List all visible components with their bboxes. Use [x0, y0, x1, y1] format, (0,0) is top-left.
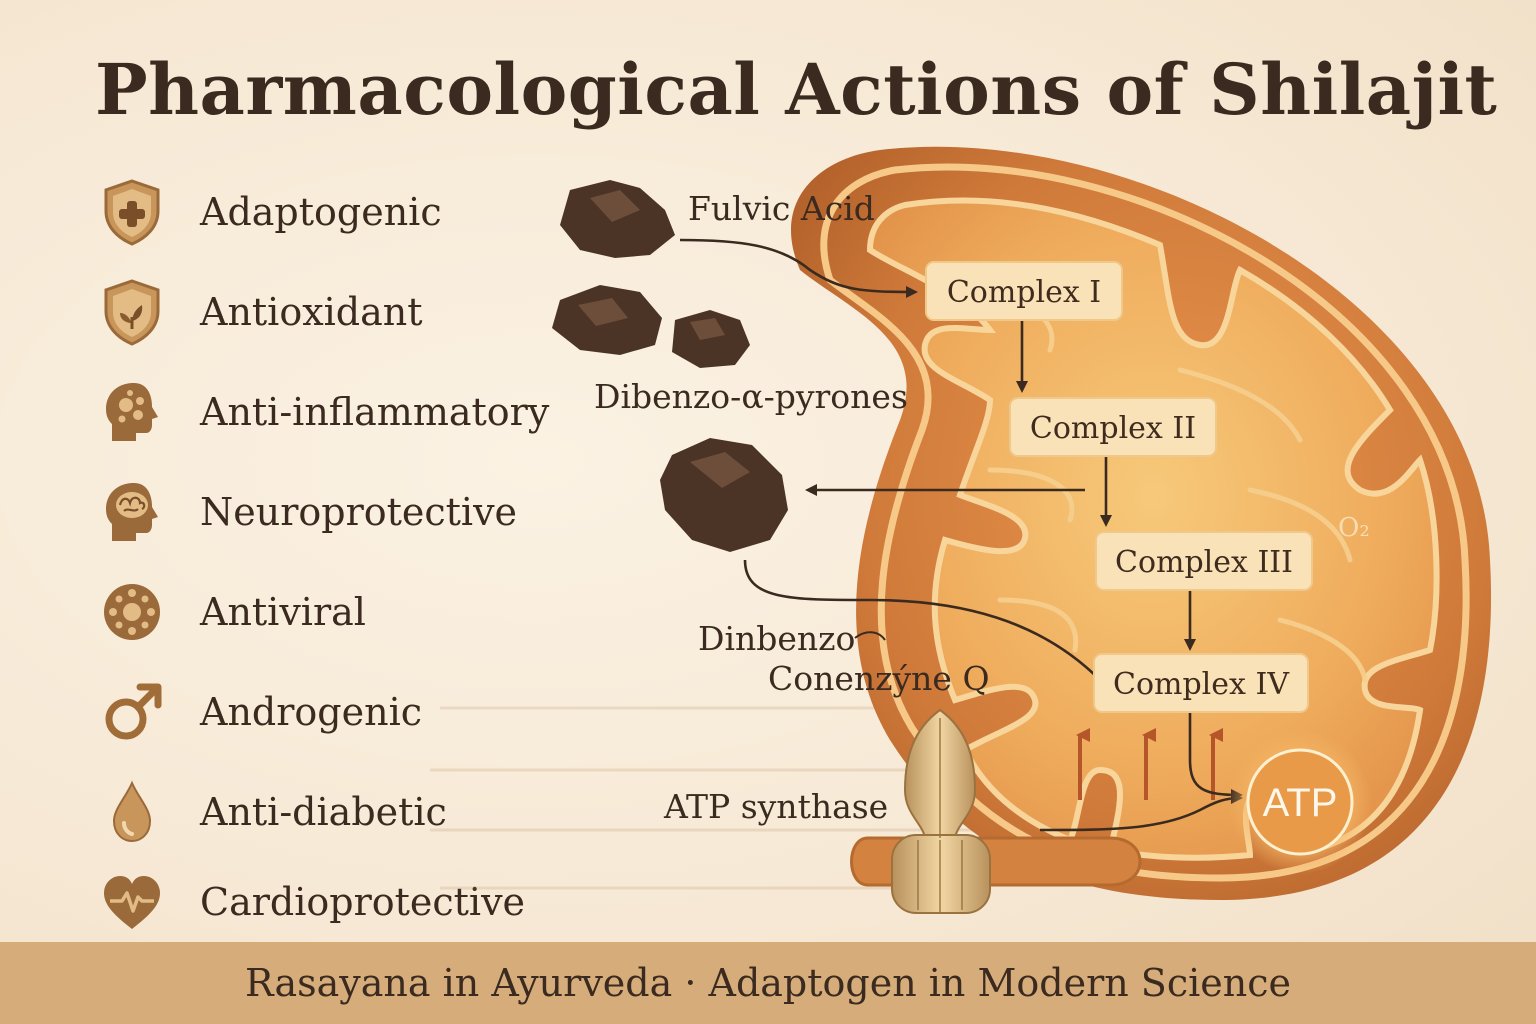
complex-i-box: Complex I — [925, 261, 1123, 321]
action-label: Antiviral — [200, 590, 366, 634]
action-label: Cardioprotective — [200, 880, 526, 924]
atp-synthase — [891, 708, 991, 914]
complex-iv-box: Complex IV — [1093, 653, 1309, 713]
action-item-antiviral: Antiviral — [100, 572, 580, 652]
dibenzo-pyrones-label: Dibenzo-α-pyrones — [594, 377, 908, 416]
atp-synthase-label: ATP synthase — [663, 787, 888, 826]
action-item-neuroprotective: Neuroprotective — [100, 472, 580, 552]
action-item-cardioprotective: Cardioprotective — [100, 862, 580, 942]
footer-text: Rasayana in Ayurveda · Adaptogen in Mode… — [244, 961, 1291, 1005]
heart-pulse-icon — [100, 867, 164, 937]
o2-label: O₂ — [1338, 513, 1370, 543]
footer-banner: Rasayana in Ayurveda · Adaptogen in Mode… — [0, 942, 1536, 1024]
atp-circle — [1246, 748, 1354, 856]
page-title: Pharmacological Actions of Shilajit — [95, 48, 1498, 131]
complex-iii-box: Complex III — [1095, 531, 1313, 591]
action-item-anti-inflammatory: Anti-inflammatory — [100, 372, 580, 452]
complex-ii-label: Complex II — [1030, 411, 1196, 446]
virus-icon — [100, 577, 164, 647]
action-label: Neuroprotective — [200, 490, 518, 534]
complex-iv-label: Complex IV — [1113, 667, 1290, 702]
action-item-adaptogenic: Adaptogenic — [100, 172, 580, 252]
male-symbol-icon — [100, 677, 164, 747]
shilajit-rock — [552, 285, 662, 355]
dinbenzo-label: Dinbenzo — [698, 619, 855, 658]
atp-label: ATP — [1263, 781, 1338, 825]
head-brain-icon — [100, 477, 164, 547]
arrow-synthase-to-atp — [1039, 792, 1243, 832]
proton-arrows — [1076, 728, 1223, 800]
complex-iii-label: Complex III — [1115, 545, 1293, 580]
complex-i-label: Complex I — [947, 275, 1101, 310]
action-item-androgenic: Androgenic — [100, 672, 580, 752]
action-label: Anti-inflammatory — [200, 390, 550, 434]
shilajit-rock — [560, 180, 675, 258]
shilajit-rock — [672, 310, 750, 368]
drop-icon — [100, 777, 164, 847]
fulvic-acid-label: Fulvic Acid — [688, 189, 875, 228]
action-label: Androgenic — [200, 690, 423, 734]
action-item-antioxidant: Antioxidant — [100, 272, 580, 352]
shilajit-rock — [660, 438, 788, 552]
head-cells-icon — [100, 377, 164, 447]
coenzyme-q-label: Conenzýne Q — [768, 659, 990, 698]
action-label: Adaptogenic — [200, 190, 442, 234]
curve-rock-to-complex-iv — [743, 559, 1101, 681]
shield-plus-icon — [100, 177, 164, 247]
action-item-anti-diabetic: Anti-diabetic — [100, 772, 580, 852]
action-label: Antioxidant — [200, 290, 423, 334]
complex-ii-box: Complex II — [1009, 397, 1217, 457]
arrow-fulvic-to-complex-i — [679, 238, 918, 298]
shield-leaf-icon — [100, 277, 164, 347]
action-label: Anti-diabetic — [200, 790, 447, 834]
dinbenzo-tail — [854, 631, 886, 641]
